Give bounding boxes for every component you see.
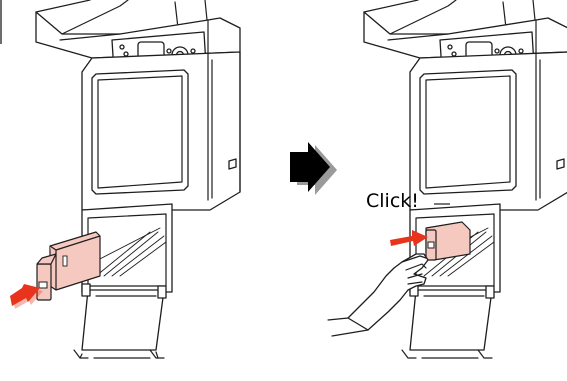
click-callout: Click! xyxy=(366,190,419,212)
direction-arrow-icon xyxy=(290,142,337,195)
step-2-printer xyxy=(328,0,567,358)
ink-cartridge-inserted xyxy=(426,222,470,260)
push-arrow-icon xyxy=(10,284,40,306)
step-1-printer xyxy=(1,0,240,358)
